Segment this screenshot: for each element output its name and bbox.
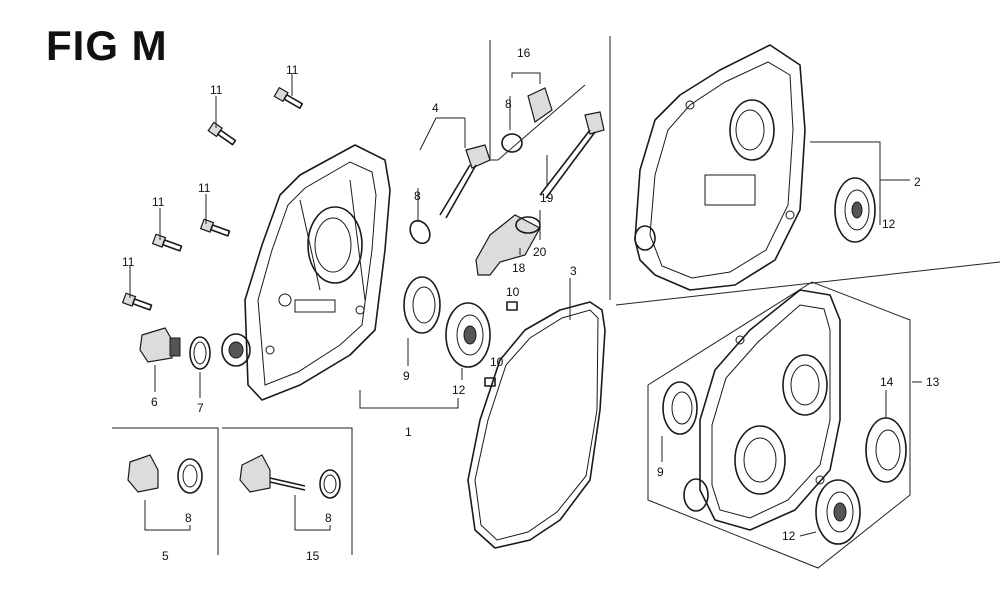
label-15: 15 bbox=[306, 549, 320, 563]
oil-seal-9 bbox=[403, 276, 441, 334]
label-14: 14 bbox=[880, 375, 894, 389]
label-19: 19 bbox=[540, 191, 554, 205]
label-3: 3 bbox=[570, 264, 577, 278]
oil-cap-6 bbox=[139, 327, 181, 363]
leader-lines bbox=[129, 74, 922, 462]
crankcase-cover bbox=[244, 144, 459, 409]
oring-8-a bbox=[409, 219, 431, 245]
label-1: 1 bbox=[405, 425, 412, 439]
bearing-12-a bbox=[445, 302, 491, 368]
bolt-11-c bbox=[199, 218, 231, 237]
label-9-b: 9 bbox=[657, 465, 664, 479]
label-8-a: 8 bbox=[414, 189, 421, 203]
bolt-11-e bbox=[121, 292, 153, 311]
breather-16 bbox=[501, 72, 553, 153]
label-12-a: 12 bbox=[452, 383, 466, 397]
bolt-group bbox=[121, 86, 304, 311]
label-7: 7 bbox=[197, 401, 204, 415]
label-12-c: 12 bbox=[782, 529, 796, 543]
label-5: 5 bbox=[162, 549, 169, 563]
label-8-d: 8 bbox=[325, 511, 332, 525]
dowel-10-b bbox=[484, 377, 496, 387]
label-16: 16 bbox=[517, 46, 531, 60]
dipstick-19 bbox=[539, 111, 605, 199]
crankcase-13 bbox=[683, 289, 841, 531]
label-8-b: 8 bbox=[505, 97, 512, 111]
label-13: 13 bbox=[926, 375, 940, 389]
label-2: 2 bbox=[914, 175, 921, 189]
bearing-12-b bbox=[834, 177, 881, 243]
label-9-a: 9 bbox=[403, 369, 410, 383]
bolt-11-b bbox=[207, 121, 237, 146]
label-20: 20 bbox=[533, 245, 547, 259]
section-frames bbox=[112, 36, 1000, 569]
filler-neck-18 bbox=[475, 214, 541, 276]
drain-plug bbox=[221, 333, 251, 367]
label-18: 18 bbox=[512, 261, 526, 275]
bearing-12-c bbox=[799, 479, 861, 545]
label-10-a: 10 bbox=[506, 285, 520, 299]
oil-seal-9-b bbox=[662, 381, 698, 435]
label-11-c: 11 bbox=[198, 181, 211, 195]
part-labels: 1 2 3 4 5 6 7 8 8 8 8 9 9 10 10 11 11 11… bbox=[122, 46, 940, 563]
label-11-a: 11 bbox=[286, 63, 299, 77]
label-6: 6 bbox=[151, 395, 158, 409]
label-11-e: 11 bbox=[122, 255, 135, 269]
bolt-11-a bbox=[273, 86, 304, 109]
label-10-b: 10 bbox=[490, 355, 504, 369]
label-4: 4 bbox=[432, 101, 439, 115]
figure-title: FIG M bbox=[46, 22, 168, 69]
crankcase-2 bbox=[634, 44, 910, 291]
oring-7 bbox=[189, 336, 211, 370]
plug-5 bbox=[127, 454, 203, 531]
label-12-b: 12 bbox=[882, 217, 896, 231]
gasket-3 bbox=[467, 301, 606, 549]
label-11-b: 11 bbox=[210, 83, 223, 97]
label-8-c: 8 bbox=[185, 511, 192, 525]
bolt-11-d bbox=[151, 233, 183, 252]
dowel-10-a bbox=[506, 301, 518, 311]
oil-seal-14 bbox=[865, 390, 907, 483]
label-11-d: 11 bbox=[152, 195, 165, 209]
dipstick-4 bbox=[419, 117, 491, 219]
plug-15 bbox=[239, 454, 341, 531]
